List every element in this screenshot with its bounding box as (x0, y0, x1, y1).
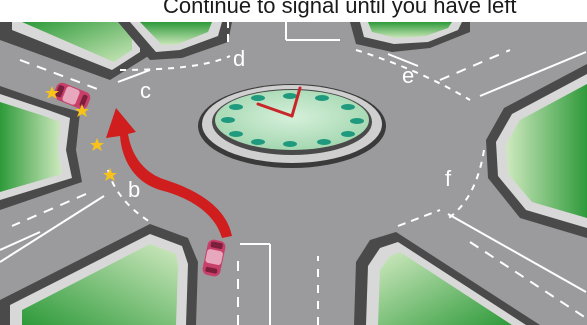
island-bottom-right (354, 232, 540, 325)
island-top-left (0, 22, 150, 80)
caption-text: Continue to signal until you have left (163, 0, 517, 18)
exit-label-d: d (233, 46, 245, 71)
clock-icon (215, 90, 369, 150)
exit-label-b: b (128, 177, 140, 202)
clock-hands (256, 86, 302, 118)
exit-label-c: c (140, 78, 151, 103)
exit-label-f: f (445, 166, 452, 191)
car-icon (53, 82, 91, 110)
island-top-right (350, 22, 470, 52)
island-right (486, 64, 587, 238)
island-left (0, 86, 82, 210)
car-icon (202, 239, 226, 277)
clock-hour-dots (221, 93, 364, 147)
indicator-flash-icon (45, 86, 117, 181)
exit-label-e: e (402, 63, 414, 88)
island-bottom-left (0, 224, 198, 325)
island-top-middle (118, 22, 232, 60)
curved-arrow-icon (106, 108, 232, 238)
road-markings (0, 22, 587, 325)
central-island (198, 84, 386, 168)
